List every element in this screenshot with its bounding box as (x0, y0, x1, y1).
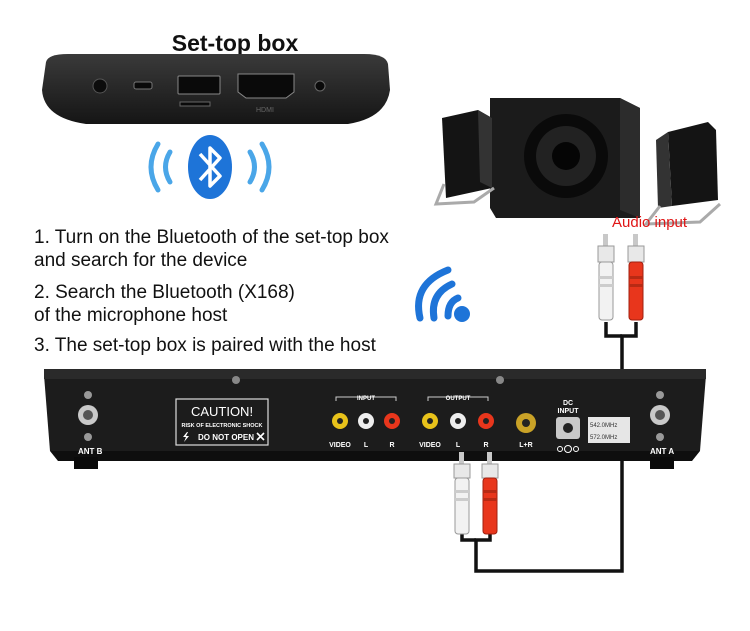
screw (232, 376, 240, 384)
signal-wave-icon (259, 141, 272, 193)
step-2-line-1: 2. Search the Bluetooth (X168) (34, 282, 295, 303)
hdmi-label: HDMI (256, 107, 274, 114)
cable-wire (460, 532, 476, 542)
ant-a-connector (650, 405, 670, 425)
output-r-label: R (483, 442, 488, 449)
rca-plug-red (481, 452, 499, 535)
screw (84, 391, 92, 399)
polarity-icon (557, 445, 579, 453)
step-3-line-1: 3. The set-top box is paired with the ho… (34, 335, 376, 356)
speaker-system (433, 98, 722, 226)
output-video-label: VIDEO (419, 442, 441, 449)
step-1-line-1: 1. Turn on the Bluetooth of the set-top … (34, 227, 389, 248)
speaker-icon (642, 122, 722, 226)
step-2-line-2: of the microphone host (34, 305, 228, 326)
step-3: 3. The set-top box is paired with the ho… (34, 334, 376, 357)
power-jack (92, 78, 108, 94)
do-not-open-text: DO NOT OPEN (198, 433, 254, 442)
signal-wave-icon (163, 149, 173, 185)
micro-usb-port (133, 81, 153, 90)
risk-text: RISK OF ELECTRONIC SHOCK (182, 423, 263, 429)
screw (656, 391, 664, 399)
input-l-label: L (364, 442, 369, 449)
input-video-jack (332, 413, 348, 429)
cable-wire (474, 322, 638, 573)
speaker-rca-plugs (597, 234, 645, 321)
hdmi-port (237, 73, 295, 99)
card-slot (179, 101, 211, 107)
screw (84, 433, 92, 441)
input-r-label: R (389, 442, 394, 449)
caution-text: CAUTION! (191, 404, 253, 419)
step-1: 1. Turn on the Bluetooth of the set-top … (34, 226, 389, 272)
freq-2: 572.0MHz (590, 435, 617, 441)
speaker-icon (490, 98, 640, 218)
rca-plug-white (453, 452, 471, 535)
input-group-label: INPUT (357, 396, 375, 402)
output-group-label: OUTPUT (446, 396, 471, 402)
input-r-jack (384, 413, 400, 429)
signal-wave-icon (148, 141, 161, 193)
frequency-sticker (588, 417, 630, 443)
audio-jack (314, 80, 326, 92)
screw (656, 433, 664, 441)
device-back-panel: ANT B CAUTION! RISK OF ELECTRONIC SHOCK … (44, 369, 706, 469)
step-1-line-2: and search for the device (34, 250, 248, 271)
usb-port (177, 75, 221, 95)
audio-input-label: Audio input (612, 214, 688, 231)
output-l-label: L (456, 442, 461, 449)
tools-icon (256, 432, 265, 441)
lr-jack (516, 413, 536, 433)
speaker-icon (433, 110, 495, 206)
ant-b-label: ANT B (78, 447, 103, 456)
input-video-label: VIDEO (329, 442, 351, 449)
lr-label: L+R (519, 442, 532, 449)
ant-a-label: ANT A (650, 447, 674, 456)
signal-wave-icon (247, 149, 257, 185)
lightning-icon (183, 432, 189, 442)
step-2: 2. Search the Bluetooth (X168) of the mi… (34, 281, 295, 327)
wifi-signal-icon (415, 266, 470, 322)
device-rca-plugs (453, 452, 499, 535)
caution-label (175, 398, 269, 446)
dc-input-label: INPUT (558, 408, 580, 415)
input-l-jack (358, 413, 374, 429)
page-title: Set-top box (171, 30, 299, 56)
ant-b-connector (78, 405, 98, 425)
output-video-jack (422, 413, 438, 429)
cable-wire (604, 322, 622, 338)
output-r-jack (478, 413, 494, 429)
freq-1: 542.0MHz (590, 423, 617, 429)
rca-plug-white (597, 234, 615, 321)
dc-label: DC (563, 400, 573, 407)
output-l-jack (450, 413, 466, 429)
rca-plug-red (627, 234, 645, 321)
set-top-box: HDMI (42, 54, 390, 124)
screw (496, 376, 504, 384)
bluetooth-icon (188, 135, 232, 199)
bluetooth-signal (148, 135, 272, 199)
